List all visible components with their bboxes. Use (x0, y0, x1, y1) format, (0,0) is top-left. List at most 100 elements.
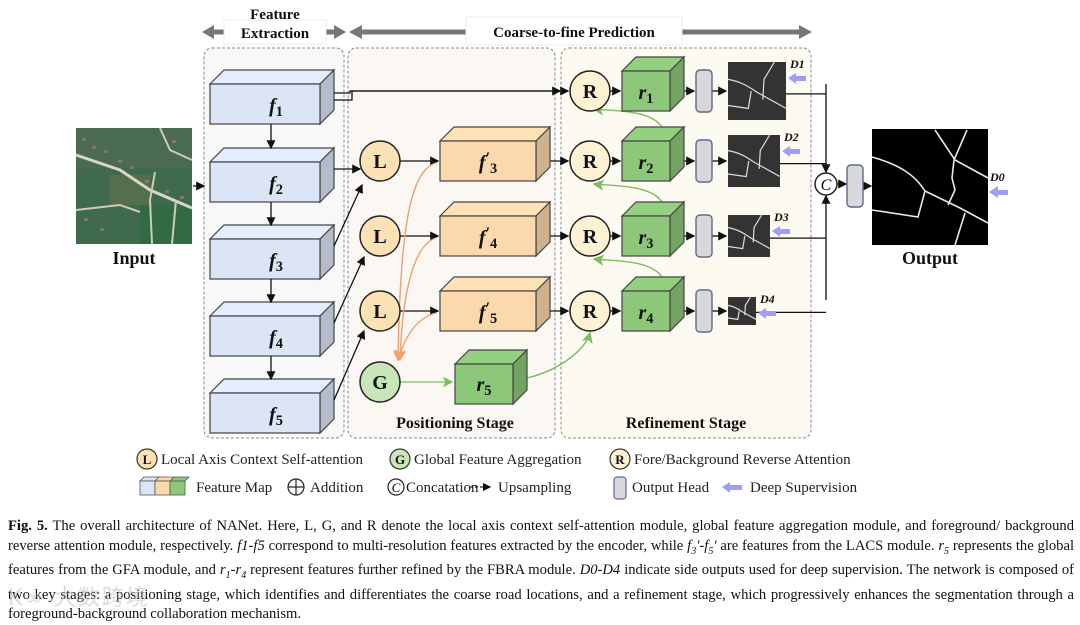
block-label: r3 (639, 227, 654, 252)
positioning-stage-label: Positioning Stage (396, 415, 514, 432)
legend-text: Feature Map (196, 480, 272, 496)
module-letter: L (373, 226, 386, 248)
fbra-module-4: R (569, 290, 611, 332)
upsampling-curve (526, 331, 593, 379)
right-arrow-icon (334, 25, 346, 39)
lacs-feature-block-5 (438, 275, 552, 333)
coarse-to-fine-title: Coarse-to-fine Prediction (493, 25, 655, 41)
feedback-curve (592, 179, 663, 203)
block-label: f′5 (479, 300, 497, 327)
caption-text-3: are features from the LACS module. (716, 537, 939, 554)
caption-dash: ′- (696, 537, 705, 554)
global-block-r5 (453, 348, 529, 406)
lacs-feature-block-3 (438, 125, 552, 183)
caption-text-6: indicate side outputs used for deep supe… (8, 562, 1074, 623)
input-label: Input (112, 248, 155, 268)
encoder-block-f2 (208, 146, 336, 204)
caption-f3: f3 (687, 537, 697, 557)
legend-text: Fore/Background Reverse Attention (634, 452, 851, 468)
architecture-diagram: Feature Extraction Coarse-to-fine Predic… (75, 7, 1008, 439)
module-letter: L (373, 301, 386, 323)
caption-text-2: correspond to multi-resolution features … (264, 537, 688, 554)
refinement-stage-label: Refinement Stage (626, 415, 746, 432)
output-head-3 (695, 214, 713, 258)
block-label: f1 (269, 95, 283, 120)
module-letter: R (583, 151, 598, 173)
caption-r4: r4 (235, 562, 247, 581)
legend-icon-R (609, 448, 631, 470)
caption-d0d4: D0-D4 (579, 562, 621, 579)
block-label: f5 (269, 404, 283, 429)
caption-f5: f5′ (704, 537, 717, 557)
legend-icon-L (136, 448, 158, 470)
legend-symbol: L (143, 452, 152, 467)
side-output-label: D2 (783, 130, 799, 144)
left-arrow-icon (202, 25, 214, 39)
deep-supervision-icon (758, 308, 776, 319)
module-letter: R (583, 226, 598, 248)
lacs-module-3: L (359, 290, 401, 332)
legend: L Local Axis Context Self-attention G Globa… (136, 448, 858, 500)
block-label: f2 (269, 173, 283, 198)
deep-supervision-icon (782, 146, 800, 157)
d0-label: D0 (989, 170, 1005, 184)
legend-text: Deep Supervision (750, 480, 858, 496)
feature-extraction-line1: Feature (250, 7, 300, 23)
output-head-1 (695, 69, 713, 113)
legend-text: Global Feature Aggregation (414, 452, 582, 468)
connection-line (334, 86, 570, 101)
legend-text: Local Axis Context Self-attention (161, 452, 364, 468)
legend-text: Addition (310, 480, 364, 496)
caption-r5: r5 (938, 537, 950, 557)
concat-letter: C (821, 177, 832, 194)
block-label: r5 (477, 374, 492, 399)
connection-line (333, 255, 365, 324)
block-label: f4 (269, 327, 283, 352)
figure-caption: Fig. 5. The overall architecture of NANe… (8, 517, 1074, 625)
concat-icon (387, 478, 405, 496)
module-letter: R (583, 81, 598, 103)
fbra-module-2: R (569, 140, 611, 182)
module-letter: G (372, 372, 388, 394)
encoder-block-f5 (208, 377, 336, 435)
legend-symbol: G (395, 452, 405, 467)
side-output-image-d2 (727, 134, 781, 187)
refine-block-r3 (620, 200, 686, 258)
refine-block-r2 (620, 125, 686, 183)
connection-line (333, 329, 366, 401)
feature-extraction-line2: Extraction (241, 26, 310, 42)
output-head-4 (695, 289, 713, 333)
side-output-image-d3 (727, 214, 771, 257)
output-head-icon (613, 476, 627, 500)
caption-text-4: represents the global features from the … (8, 537, 1074, 579)
block-label: r1 (639, 82, 654, 107)
side-output-label: D4 (759, 292, 775, 306)
block-label: r2 (639, 152, 654, 177)
block-label: r4 (639, 302, 654, 327)
caption-r1: r1 (219, 562, 231, 581)
feature-map-icon (139, 476, 190, 496)
side-output-label: D1 (789, 57, 805, 71)
upsampling-curve (394, 237, 437, 362)
output-image (871, 129, 989, 246)
gfa-module: G (359, 361, 401, 403)
concat-icon-letter: C (392, 480, 401, 495)
lacs-feature-block-4 (438, 200, 552, 258)
encoder-block-f1 (208, 68, 336, 126)
side-output-image-d4 (727, 296, 757, 325)
legend-text: Upsampling (498, 480, 572, 496)
input-image (75, 127, 193, 245)
legend-text: Concatation (406, 480, 479, 496)
block-label: f3 (269, 250, 283, 275)
feedback-curve (592, 254, 663, 278)
lacs-module-1: L (359, 140, 401, 182)
legend-icon-G (389, 448, 411, 470)
caption-f1f5: f1-f5 (237, 537, 265, 554)
block-label: f′3 (479, 150, 497, 177)
module-letter: L (373, 151, 386, 173)
connection-line (333, 183, 363, 247)
concat-node: C (814, 172, 838, 196)
side-output-image-d1 (727, 61, 787, 120)
